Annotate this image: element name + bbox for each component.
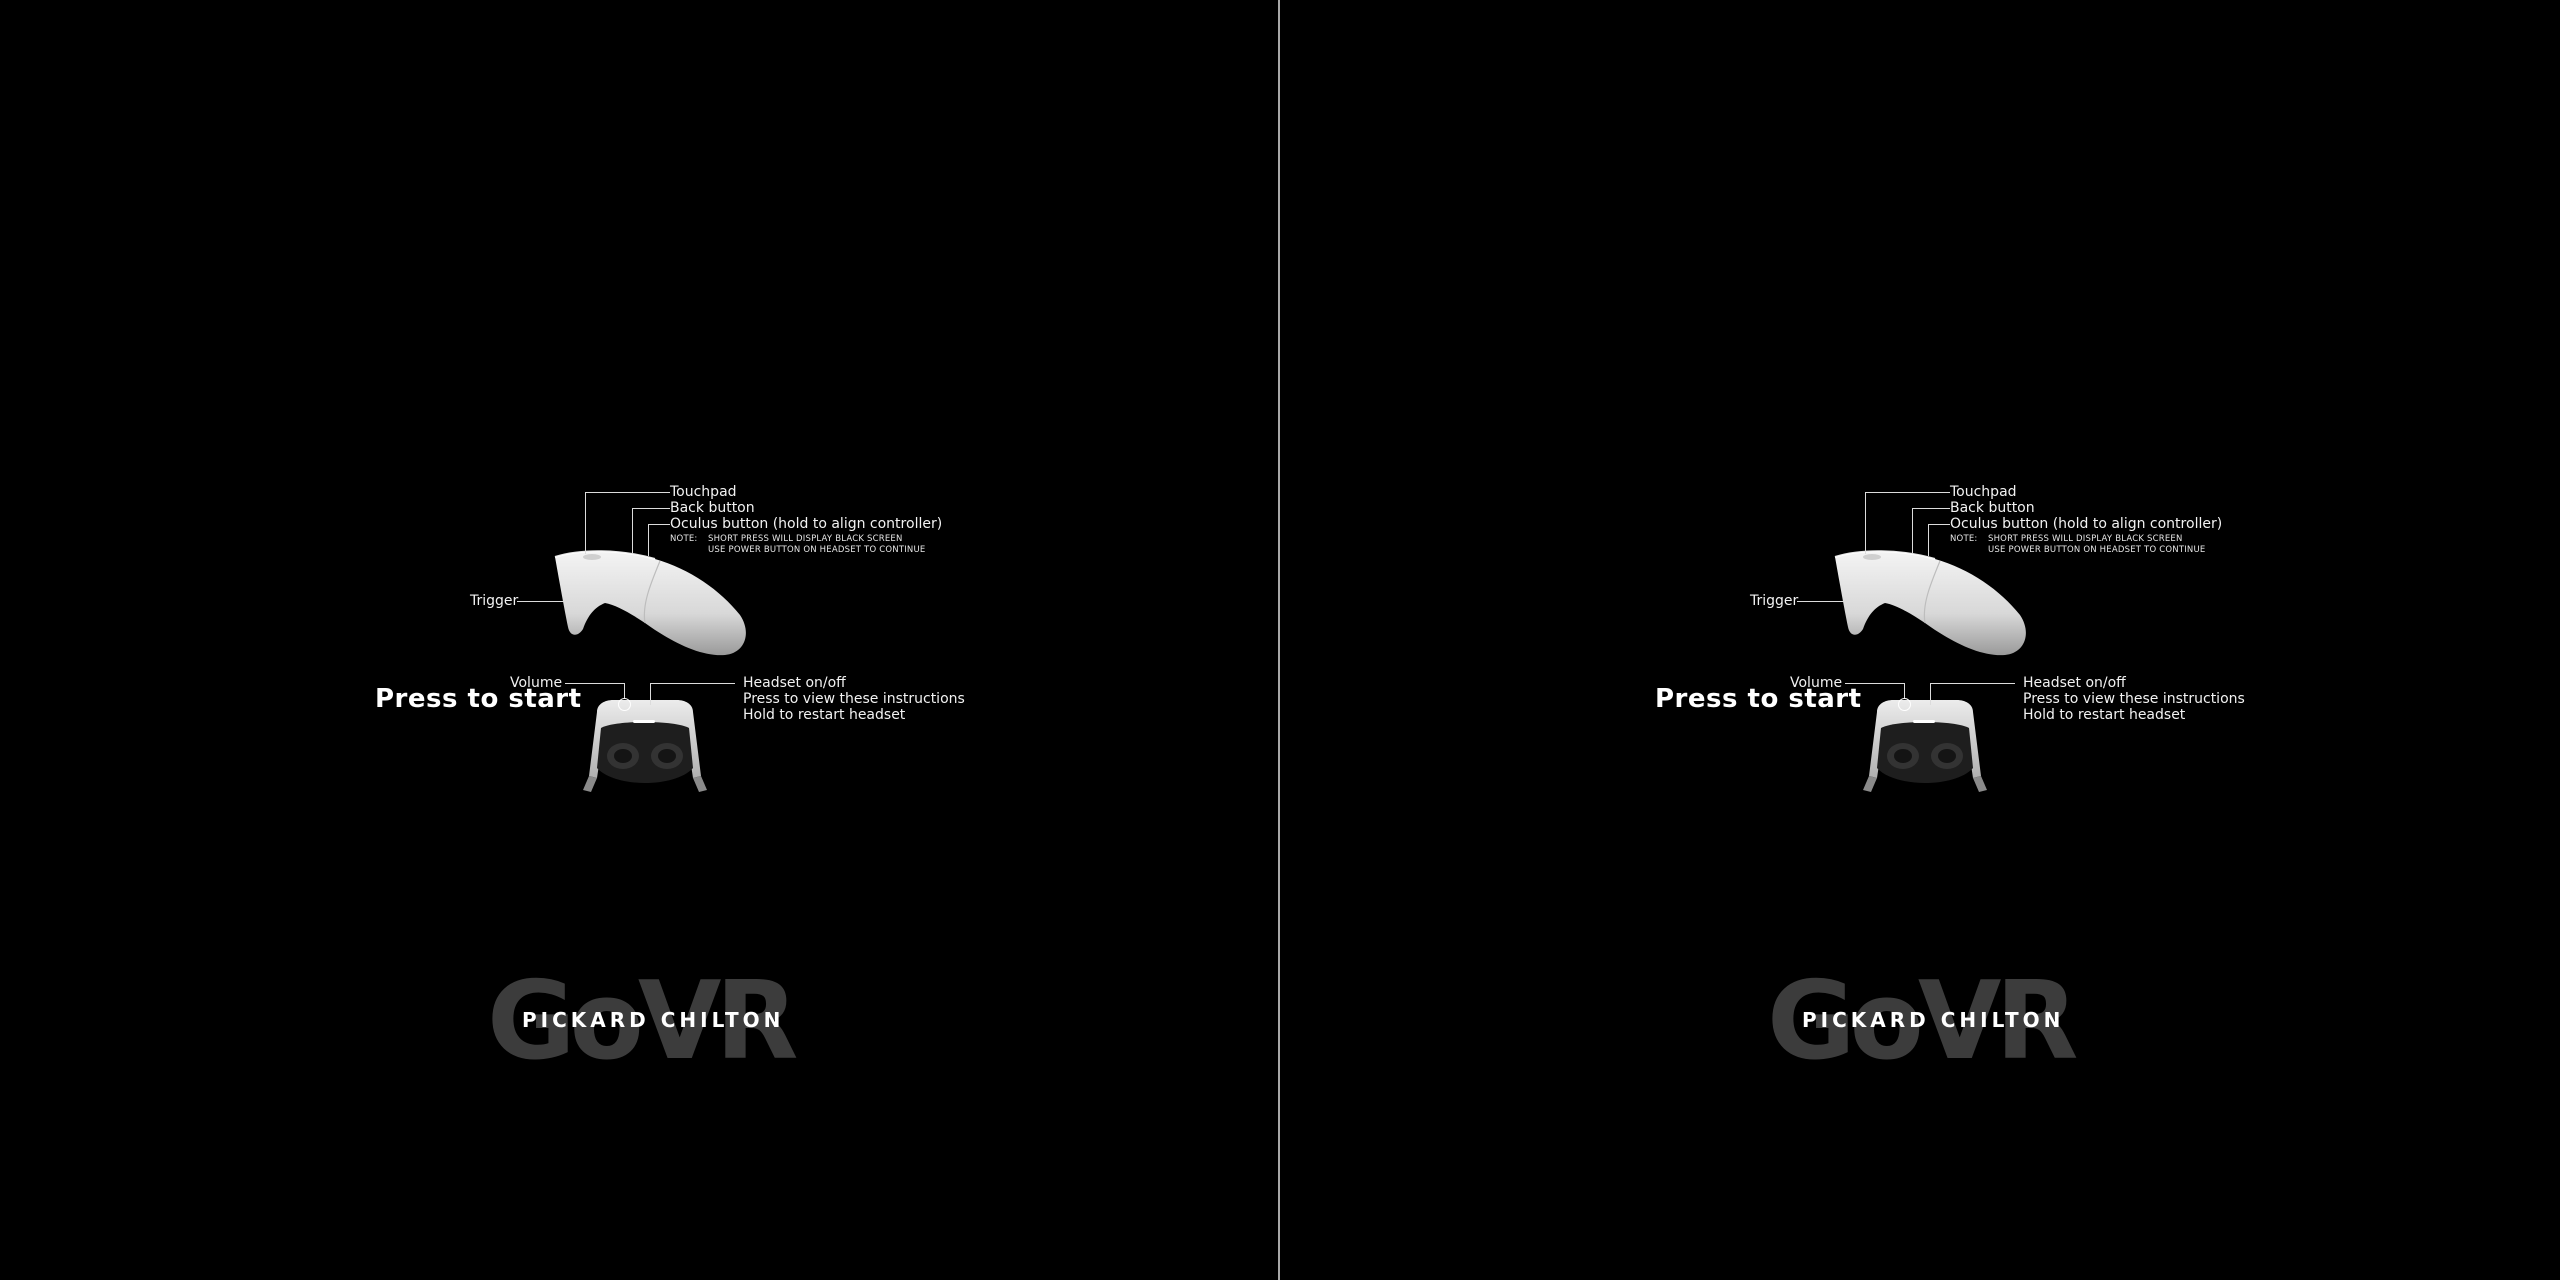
power-leader-vertical — [650, 683, 651, 705]
volume-leader — [565, 683, 624, 684]
power-leader — [650, 683, 735, 684]
touchpad-leader-vertical — [1865, 492, 1866, 554]
volume-leader — [1845, 683, 1904, 684]
note-label: NOTE: — [1950, 534, 1978, 544]
oculus-button-leader — [648, 524, 670, 525]
power-press-label: Press to view these instructions — [2023, 691, 2245, 707]
volume-button-indicator — [618, 698, 631, 711]
volume-label: Volume — [1790, 675, 1843, 691]
oculus-button-leader-vertical — [1928, 524, 1929, 556]
note-line-2: USE POWER BUTTON ON HEADSET TO CONTINUE — [1988, 545, 2206, 555]
volume-leader-vertical — [1904, 683, 1905, 698]
back-button-leader — [1912, 508, 1950, 509]
power-hold-label: Hold to restart headset — [743, 707, 906, 723]
press-to-start-prompt[interactable]: Press to start — [1655, 684, 1862, 714]
back-button-label: Back button — [670, 500, 755, 516]
back-button-leader-vertical — [632, 508, 633, 554]
pickard-chilton-wordmark: PICKARD CHILTON — [1802, 1008, 2065, 1032]
press-to-start-prompt[interactable]: Press to start — [375, 684, 582, 714]
stereo-divider — [1278, 0, 1280, 1280]
oculus-go-controller-icon — [1834, 550, 2026, 656]
volume-button-indicator — [1898, 698, 1911, 711]
back-button-leader — [632, 508, 670, 509]
touchpad-label: Touchpad — [670, 484, 737, 500]
back-button-label: Back button — [1950, 500, 2035, 516]
govr-logo: GoVR — [1767, 959, 2079, 1084]
power-leader — [1930, 683, 2015, 684]
touchpad-leader — [1865, 492, 1950, 493]
oculus-button-leader — [1928, 524, 1950, 525]
power-hold-label: Hold to restart headset — [2023, 707, 2186, 723]
pickard-chilton-wordmark: PICKARD CHILTON — [522, 1008, 785, 1032]
note-line-2: USE POWER BUTTON ON HEADSET TO CONTINUE — [708, 545, 926, 555]
volume-leader-vertical — [624, 683, 625, 698]
power-press-label: Press to view these instructions — [743, 691, 965, 707]
note-line-1: SHORT PRESS WILL DISPLAY BLACK SCREEN — [1988, 534, 2183, 544]
oculus-go-headset-icon — [1863, 700, 1987, 792]
back-button-leader-vertical — [1912, 508, 1913, 554]
instructions-panel: Touchpad Back button Oculus button (hold… — [1280, 0, 2558, 1280]
note-line-1: SHORT PRESS WILL DISPLAY BLACK SCREEN — [708, 534, 903, 544]
touchpad-label: Touchpad — [1950, 484, 2017, 500]
power-label: Headset on/off — [2023, 675, 2126, 691]
trigger-label: Trigger — [1750, 593, 1799, 609]
oculus-go-controller-icon — [554, 550, 746, 656]
oculus-button-label: Oculus button (hold to align controller) — [1950, 516, 2223, 532]
trigger-leader — [517, 601, 567, 602]
oculus-button-label: Oculus button (hold to align controller) — [670, 516, 943, 532]
trigger-leader — [1797, 601, 1847, 602]
power-leader-vertical — [1930, 683, 1931, 705]
touchpad-leader — [585, 492, 670, 493]
instructions-panel: Touchpad Back button Oculus button (hold… — [0, 0, 1278, 1280]
touchpad-leader-vertical — [585, 492, 586, 554]
left-eye-view: Touchpad Back button Oculus button (hold… — [0, 0, 1278, 1280]
govr-logo: GoVR — [487, 959, 799, 1084]
power-label: Headset on/off — [743, 675, 846, 691]
right-eye-view: Touchpad Back button Oculus button (hold… — [1280, 0, 2558, 1280]
oculus-button-leader-vertical — [648, 524, 649, 556]
oculus-go-headset-icon — [583, 700, 707, 792]
volume-label: Volume — [510, 675, 563, 691]
note-label: NOTE: — [670, 534, 698, 544]
trigger-label: Trigger — [470, 593, 519, 609]
